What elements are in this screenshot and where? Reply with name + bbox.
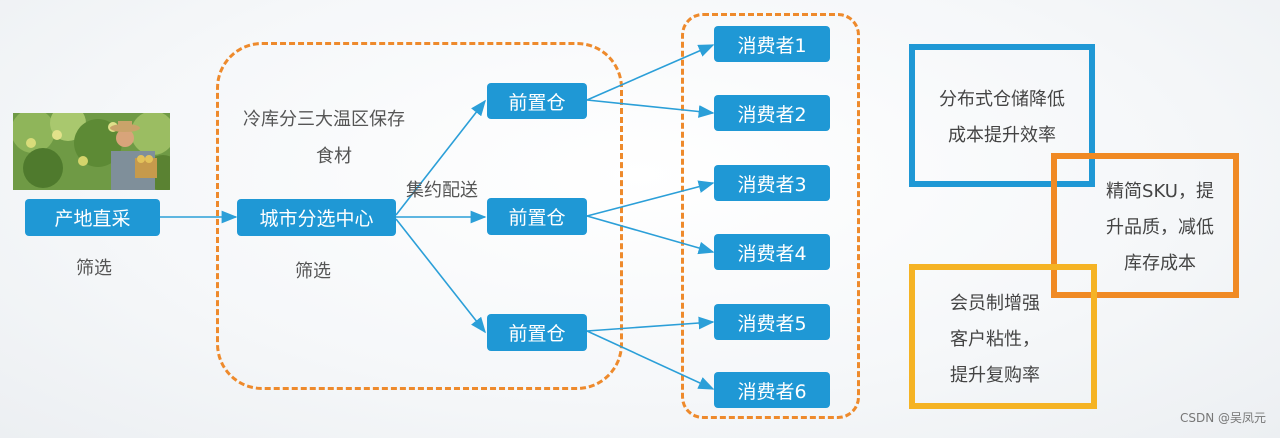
consumer-node-6: 消费者6 (714, 372, 830, 408)
city-center-node: 城市分选中心 (237, 199, 396, 236)
arrow-warehouse-1-to-consumer-1 (586, 44, 715, 101)
highlight-text-distributed: 分布式仓储降低 成本提升效率 (939, 89, 1065, 146)
highlight-box-membership (909, 264, 1097, 409)
highlight-text-sku: 精简SKU，提 升品质，减低 库存成本 (1106, 181, 1214, 274)
center-note: 筛选 (295, 261, 331, 282)
arrow-warehouse-2-to-consumer-3 (586, 180, 715, 217)
arrow-warehouse-3-to-consumer-5 (586, 316, 715, 332)
front-warehouse-node-2: 前置仓 (487, 198, 587, 235)
watermark: CSDN @吴凤元 (1179, 411, 1266, 425)
highlight-box-distributed (909, 44, 1095, 187)
arrow-center-to-warehouse-1 (395, 99, 486, 216)
cold-storage-note-line2: 食材 (316, 146, 352, 167)
arrow-warehouse-3-to-consumer-6 (586, 330, 715, 390)
consumer-node-4: 消费者4 (714, 234, 830, 270)
highlight-box-sku (1051, 153, 1239, 298)
consumer-node-1: 消费者1 (714, 26, 830, 62)
origin-note: 筛选 (76, 258, 112, 279)
arrow-warehouse-1-to-consumer-2 (586, 99, 715, 118)
front-warehouse-node-1: 前置仓 (487, 83, 587, 119)
arrow-warehouse-2-to-consumer-4 (586, 215, 715, 255)
consumer-node-5: 消费者5 (714, 304, 830, 340)
city-center-group (216, 42, 623, 390)
highlight-text-membership: 会员制增强 客户粘性， 提升复购率 (950, 293, 1040, 386)
front-warehouse-node-3: 前置仓 (487, 314, 587, 351)
cold-storage-note-line1: 冷库分三大温区保存 (243, 109, 405, 130)
origin-node: 产地直采 (25, 199, 160, 236)
consumer-node-2: 消费者2 (714, 95, 830, 131)
delivery-note: 集约配送 (406, 180, 478, 201)
farmer-photo (13, 113, 170, 190)
consumer-group (681, 13, 860, 419)
arrow-center-to-warehouse-3 (395, 218, 486, 334)
consumer-node-3: 消费者3 (714, 165, 830, 201)
